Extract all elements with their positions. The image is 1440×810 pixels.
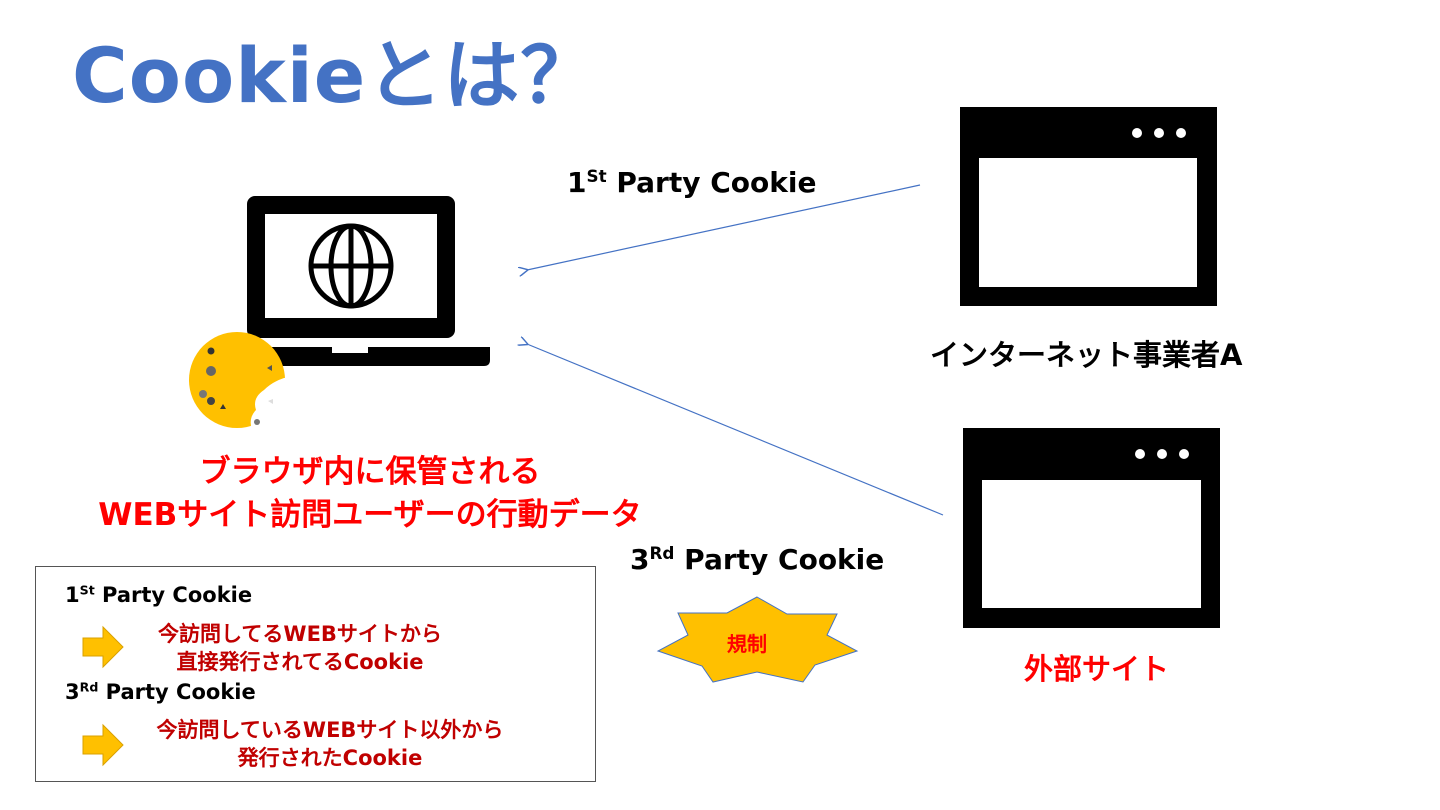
external-site-label: 外部サイト (1024, 652, 1170, 686)
first-party-cookie-label: 1St Party Cookie (567, 166, 816, 199)
cookie-icon (189, 332, 290, 430)
desc-line: 今訪問しているWEBサイト以外から (156, 718, 504, 742)
legend-third-title: 3Rd Party Cookie (65, 680, 256, 704)
legend-box (35, 566, 596, 782)
right-arrow-icon (82, 723, 124, 767)
label-num: 1 (567, 166, 587, 199)
legend-first-title: 1St Party Cookie (65, 583, 252, 607)
first-party-arrow (527, 184, 921, 270)
label-num: 1 (65, 583, 80, 607)
caption-line: ブラウザ内に保管される (199, 454, 541, 490)
browser-window-icon-site-a (960, 107, 1217, 306)
label-sup: St (79, 582, 95, 598)
label-sup: Rd (649, 542, 675, 563)
label-text: Party Cookie (606, 166, 817, 199)
right-arrow-icon (82, 625, 124, 669)
regulation-star-shape (656, 596, 859, 683)
desc-line: 今訪問してるWEBサイトから (158, 622, 442, 646)
label-text: Party Cookie (98, 680, 256, 704)
laptop-icon (247, 196, 490, 366)
third-party-arrow (527, 344, 944, 516)
label-text: Party Cookie (94, 583, 253, 607)
legend-third-desc: 今訪問しているWEBサイト以外から 発行されたCookie (130, 716, 530, 772)
legend-first-desc: 今訪問してるWEBサイトから 直接発行されてるCookie (130, 620, 470, 676)
browser-caption: ブラウザ内に保管される WEBサイト訪問ユーザーの行動データ (0, 451, 740, 537)
regulation-badge-label: 規制 (727, 632, 767, 656)
label-sup: Rd (79, 679, 99, 695)
third-party-cookie-label: 3Rd Party Cookie (630, 543, 884, 576)
desc-line: 発行されたCookie (237, 746, 423, 770)
desc-line: 直接発行されてるCookie (176, 650, 424, 674)
label-sup: St (586, 165, 607, 186)
page-title: Cookieとは？ (72, 31, 598, 120)
caption-line: WEBサイト訪問ユーザーの行動データ (98, 497, 642, 533)
globe-icon (308, 223, 394, 309)
label-num: 3 (630, 543, 650, 576)
label-num: 3 (65, 680, 80, 704)
browser-window-icon-external (963, 428, 1220, 628)
site-a-label: インターネット事業者A (930, 338, 1243, 372)
label-text: Party Cookie (674, 543, 885, 576)
